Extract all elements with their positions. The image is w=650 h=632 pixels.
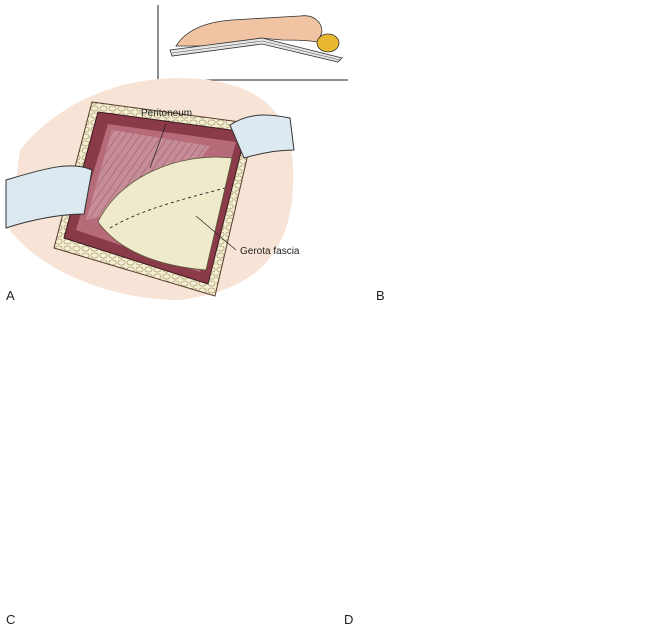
panel-letter-b: B: [376, 288, 385, 303]
panel-a-drawing: [5, 78, 295, 300]
label-peritoneum: Peritoneum: [141, 108, 193, 119]
gerota-fascia-shape: [97, 156, 233, 271]
panel-letter-d: D: [344, 612, 354, 627]
inset-patient-position: [157, 5, 348, 81]
head-pillow-icon: [316, 33, 340, 53]
panel-letter-a: A: [6, 288, 15, 303]
panel-letter-c: C: [6, 612, 16, 627]
label-gerota-fascia: Gerota fascia: [240, 246, 300, 257]
